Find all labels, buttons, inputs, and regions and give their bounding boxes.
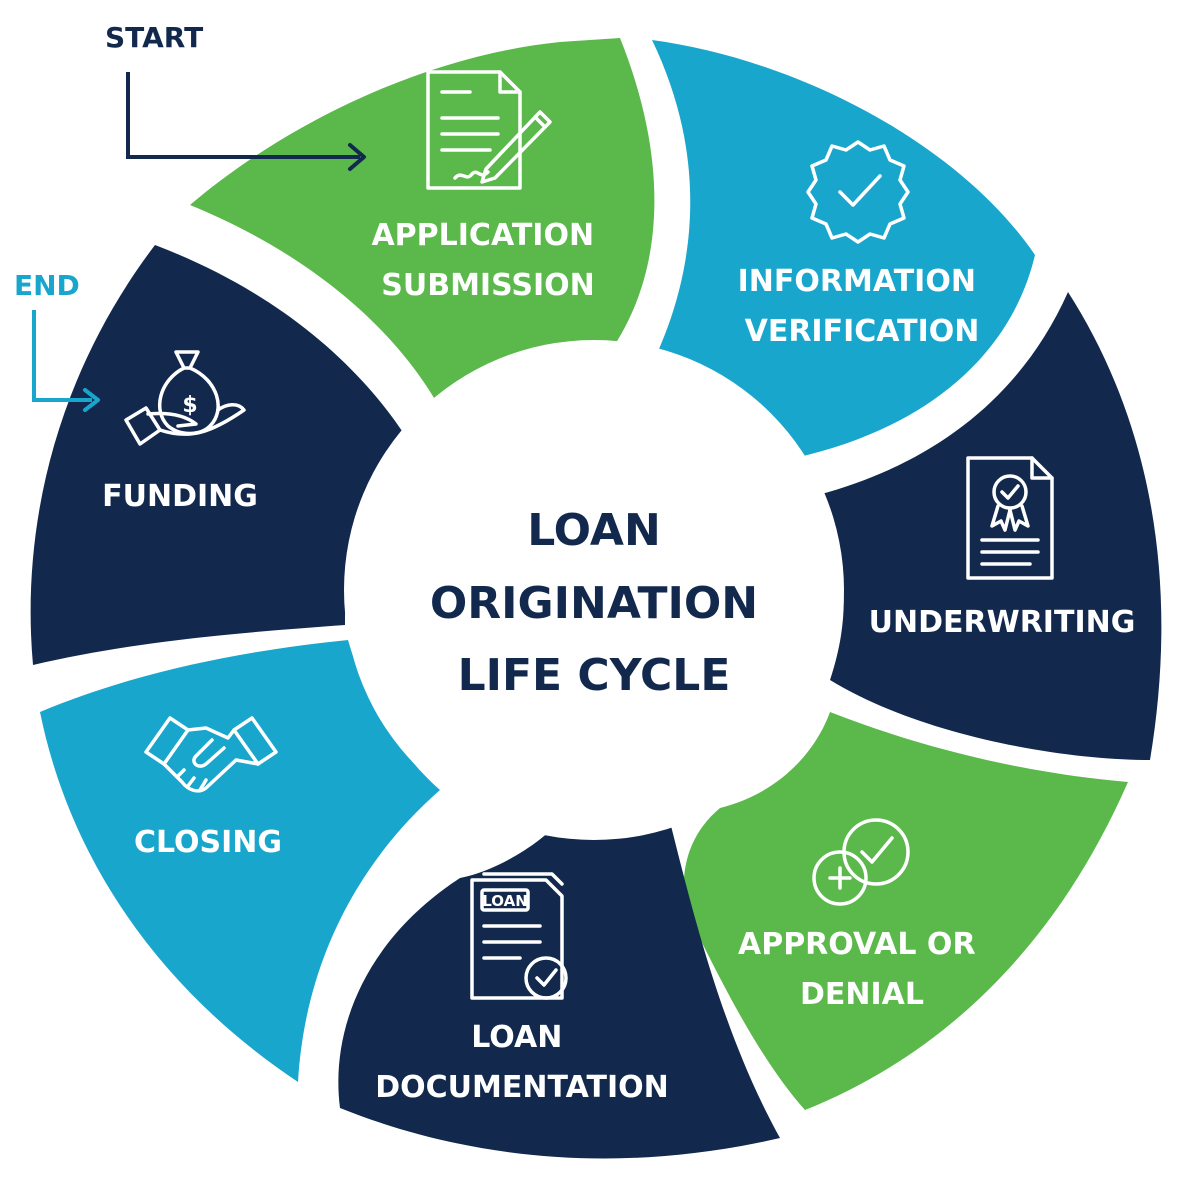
title-line: LIFE CYCLE (458, 650, 731, 701)
badge-check-icon (806, 140, 910, 244)
segment-approval-or-denial (683, 712, 1128, 1110)
start-arrowhead (348, 143, 366, 171)
segment-loan-documentation (338, 820, 780, 1159)
end-arrowhead (83, 388, 100, 412)
stage-label-application-submission: APPLICATION SUBMISSION (371, 218, 604, 303)
segment-underwriting (818, 292, 1162, 760)
stage-labels: APPLICATION SUBMISSION INFORMATION VERIF… (102, 218, 1135, 1105)
start-label: START (105, 21, 203, 54)
stage-label-underwriting: UNDERWRITING (869, 605, 1136, 640)
certificate-document-icon (966, 456, 1054, 580)
check-cross-icon (812, 818, 910, 906)
page-title: LOAN ORIGINATION LIFE CYCLE (430, 505, 758, 701)
svg-text:$: $ (182, 393, 197, 418)
handshake-icon (144, 716, 278, 793)
loan-document-icon: LOAN (470, 872, 568, 1000)
end-arrow (32, 310, 92, 402)
stage-label-closing: CLOSING (134, 825, 282, 860)
start-arrow (126, 72, 360, 159)
end-label: END (14, 269, 80, 302)
segment-application-submission (190, 38, 655, 408)
center-circle (344, 340, 844, 840)
title-line: LOAN (527, 505, 661, 556)
ring-segments (30, 38, 1162, 1159)
stage-label-funding: FUNDING (102, 479, 258, 514)
end-marker: END (14, 269, 100, 412)
document-pen-icon (426, 70, 552, 190)
stage-label-loan-documentation: LOAN DOCUMENTATION (375, 1020, 669, 1105)
stage-label-information-verification: INFORMATION VERIFICATION (738, 264, 987, 349)
stage-label-approval-or-denial: APPROVAL OR DENIAL (738, 927, 986, 1012)
money-bag-hand-icon: $ (124, 350, 246, 446)
start-marker: START (105, 21, 366, 171)
title-line: ORIGINATION (430, 578, 758, 629)
svg-text:LOAN: LOAN (482, 892, 528, 910)
segment-information-verification (652, 40, 1035, 458)
segment-closing (40, 640, 440, 1082)
segment-funding (30, 245, 408, 665)
